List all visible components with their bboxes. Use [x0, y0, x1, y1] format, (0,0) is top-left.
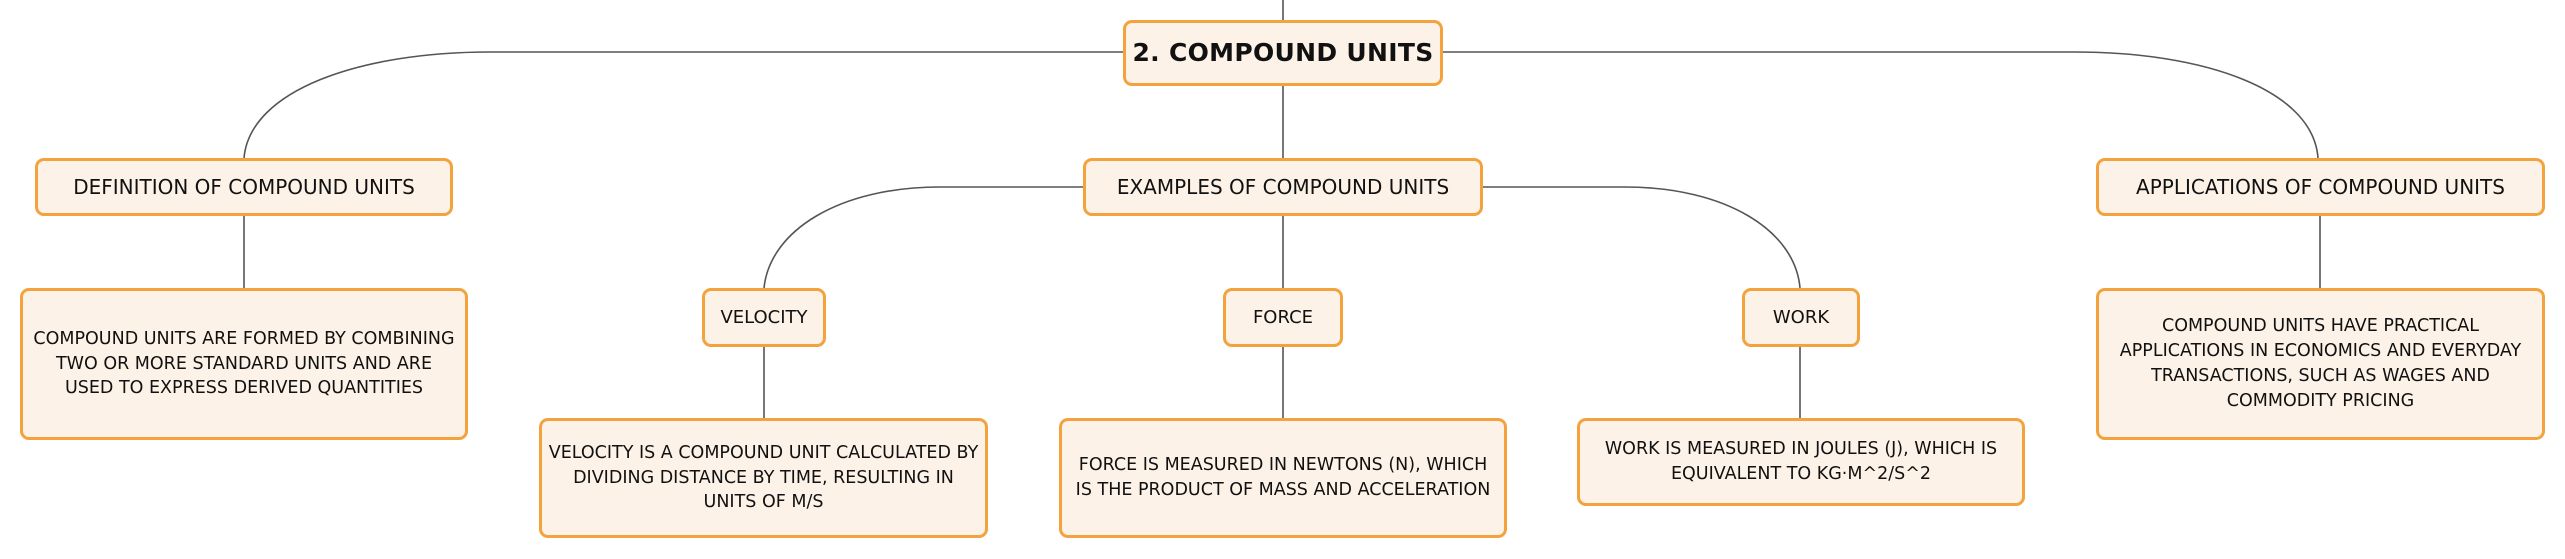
connector-examples-to-velocity — [763, 186, 1083, 289]
definition-description-text: COMPOUND UNITS ARE FORMED BY COMBINING T… — [33, 328, 455, 399]
root-topic-node[interactable]: 2. COMPOUND UNITS — [1123, 20, 1443, 86]
connector-examples-to-work — [1483, 186, 1801, 289]
velocity-label: VELOCITY — [720, 306, 808, 328]
applications-label: APPLICATIONS OF COMPOUND UNITS — [2136, 174, 2505, 199]
applications-node[interactable]: APPLICATIONS OF COMPOUND UNITS — [2096, 158, 2545, 216]
definition-node[interactable]: DEFINITION OF COMPOUND UNITS — [35, 158, 453, 216]
definition-description-node[interactable]: COMPOUND UNITS ARE FORMED BY COMBINING T… — [20, 288, 468, 440]
connector-root-to-definition — [243, 51, 1123, 159]
definition-label: DEFINITION OF COMPOUND UNITS — [73, 174, 415, 199]
velocity-description-node[interactable]: VELOCITY IS A COMPOUND UNIT CALCULATED B… — [539, 418, 988, 538]
applications-description-node[interactable]: COMPOUND UNITS HAVE PRACTICAL APPLICATIO… — [2096, 288, 2545, 440]
work-description-node[interactable]: WORK IS MEASURED IN JOULES (J), WHICH IS… — [1577, 418, 2025, 506]
examples-node[interactable]: EXAMPLES OF COMPOUND UNITS — [1083, 158, 1483, 216]
work-label: WORK — [1772, 306, 1830, 328]
work-description-text: WORK IS MEASURED IN JOULES (J), WHICH IS… — [1604, 439, 1998, 484]
velocity-description-text: VELOCITY IS A COMPOUND UNIT CALCULATED B… — [548, 442, 979, 513]
root-topic-label: 2. COMPOUND UNITS — [1132, 38, 1434, 68]
connector-root-to-applications — [1443, 51, 2319, 159]
work-node[interactable]: WORK — [1742, 288, 1860, 347]
force-description-node[interactable]: FORCE IS MEASURED IN NEWTONS (N), WHICH … — [1059, 418, 1507, 538]
force-description-text: FORCE IS MEASURED IN NEWTONS (N), WHICH … — [1075, 455, 1491, 500]
force-label: FORCE — [1252, 306, 1314, 328]
examples-label: EXAMPLES OF COMPOUND UNITS — [1116, 174, 1450, 199]
applications-description-text: COMPOUND UNITS HAVE PRACTICAL APPLICATIO… — [2119, 316, 2522, 411]
velocity-node[interactable]: VELOCITY — [702, 288, 826, 347]
force-node[interactable]: FORCE — [1223, 288, 1343, 347]
